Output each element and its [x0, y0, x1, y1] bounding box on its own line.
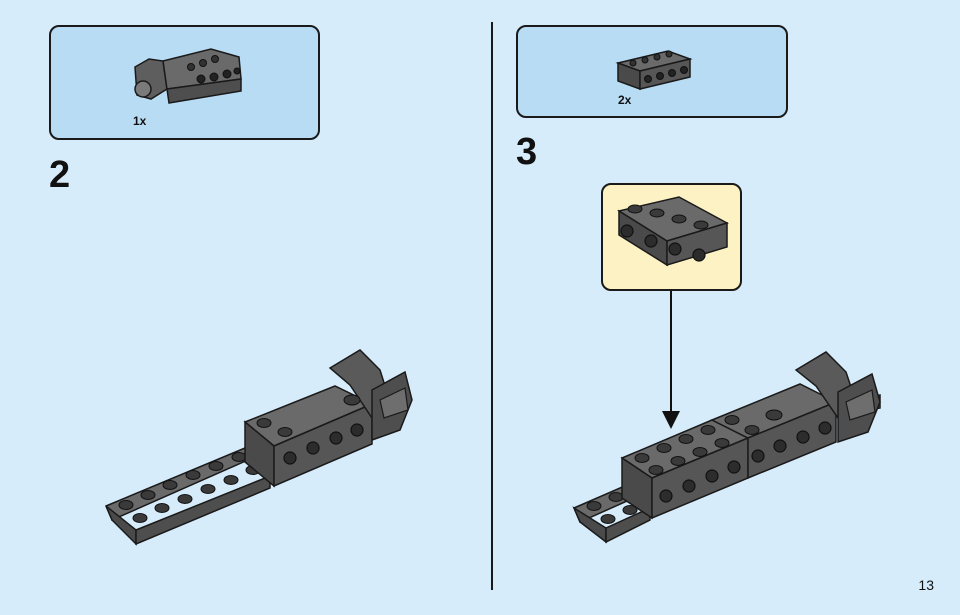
page-number: 13 [918, 577, 934, 593]
page-divider [491, 22, 493, 590]
step-2-parts-qty: 1x [133, 114, 147, 128]
step-2-parts-box: 1x [49, 25, 320, 140]
step-3-callout [601, 183, 742, 291]
step-3-parts-qty: 2x [618, 93, 632, 107]
arrow-down-icon [662, 291, 680, 429]
technic-brick-1x4-icon [615, 50, 693, 91]
step-3-parts-box: 2x [516, 25, 788, 118]
step-3-number: 3 [516, 131, 538, 173]
step-2-number: 2 [49, 154, 71, 196]
technic-brick-callout-icon [617, 196, 729, 267]
engine-brick-icon [134, 48, 242, 104]
